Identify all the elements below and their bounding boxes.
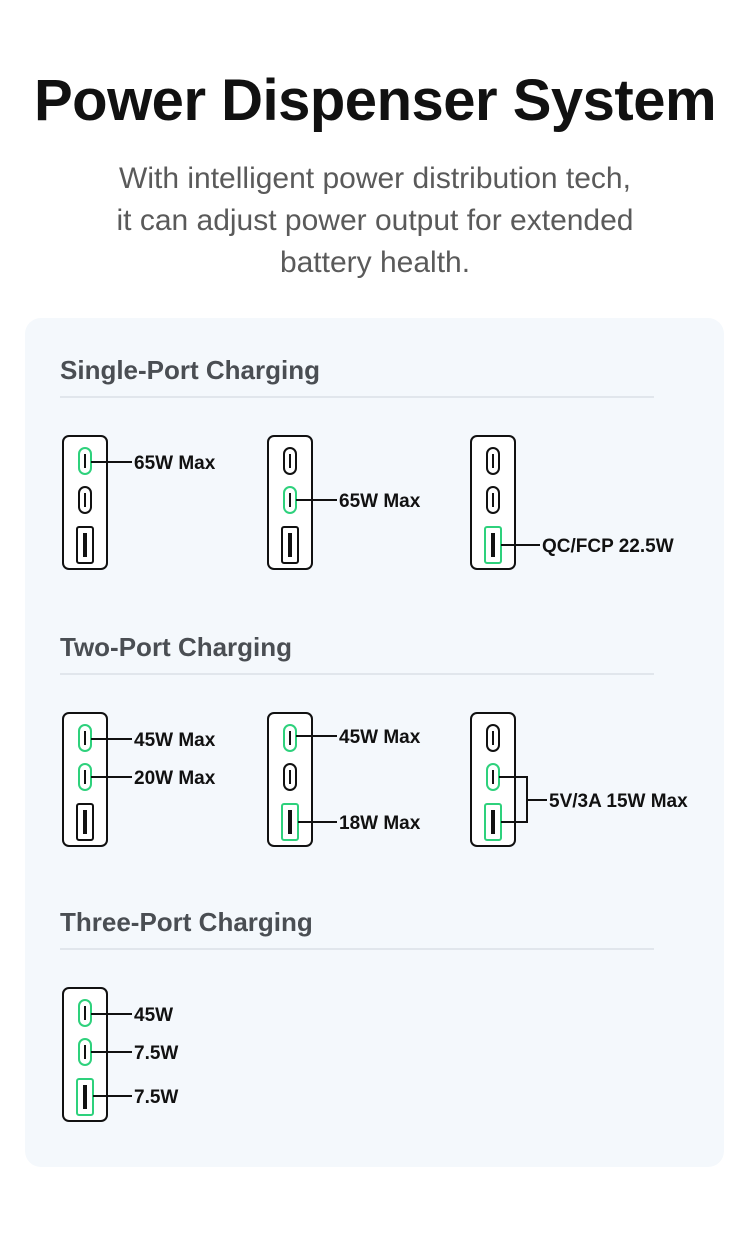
charger-diagram bbox=[470, 712, 547, 847]
subtitle-line: battery health. bbox=[279, 246, 471, 279]
page-subtitle: With intelligent power distribution tech… bbox=[60, 158, 690, 284]
port-output-label: 5V/3A 15W Max bbox=[549, 791, 688, 812]
charger-diagram bbox=[267, 712, 337, 847]
section-title-single-port: Single-Port Charging bbox=[60, 355, 320, 385]
port-output-label: 65W Max bbox=[134, 453, 216, 474]
subtitle-line: With intelligent power distribution tech… bbox=[119, 162, 631, 195]
port-output-label: 45W Max bbox=[339, 727, 421, 748]
charger-diagram bbox=[470, 435, 540, 570]
charger-diagram bbox=[267, 435, 337, 570]
charger-diagram bbox=[62, 987, 132, 1122]
subtitle-line: it can adjust power output for extended bbox=[116, 204, 634, 237]
charging-modes-panel bbox=[25, 318, 724, 1167]
section-title-three-port: Three-Port Charging bbox=[60, 907, 313, 937]
section-title-two-port: Two-Port Charging bbox=[60, 632, 293, 662]
port-output-label: QC/FCP 22.5W bbox=[542, 536, 674, 557]
page-title: Power Dispenser System bbox=[33, 68, 717, 133]
port-output-label: 20W Max bbox=[134, 768, 216, 789]
port-output-label: 7.5W bbox=[134, 1087, 178, 1108]
port-output-label: 45W bbox=[134, 1005, 173, 1026]
section-divider bbox=[60, 396, 654, 398]
port-output-label: 7.5W bbox=[134, 1043, 178, 1064]
port-output-label: 45W Max bbox=[134, 730, 216, 751]
section-divider bbox=[60, 948, 654, 950]
charger-diagram bbox=[62, 712, 132, 847]
port-output-label: 65W Max bbox=[339, 491, 421, 512]
port-output-label: 18W Max bbox=[339, 813, 421, 834]
charger-diagram bbox=[62, 435, 132, 570]
section-divider bbox=[60, 673, 654, 675]
